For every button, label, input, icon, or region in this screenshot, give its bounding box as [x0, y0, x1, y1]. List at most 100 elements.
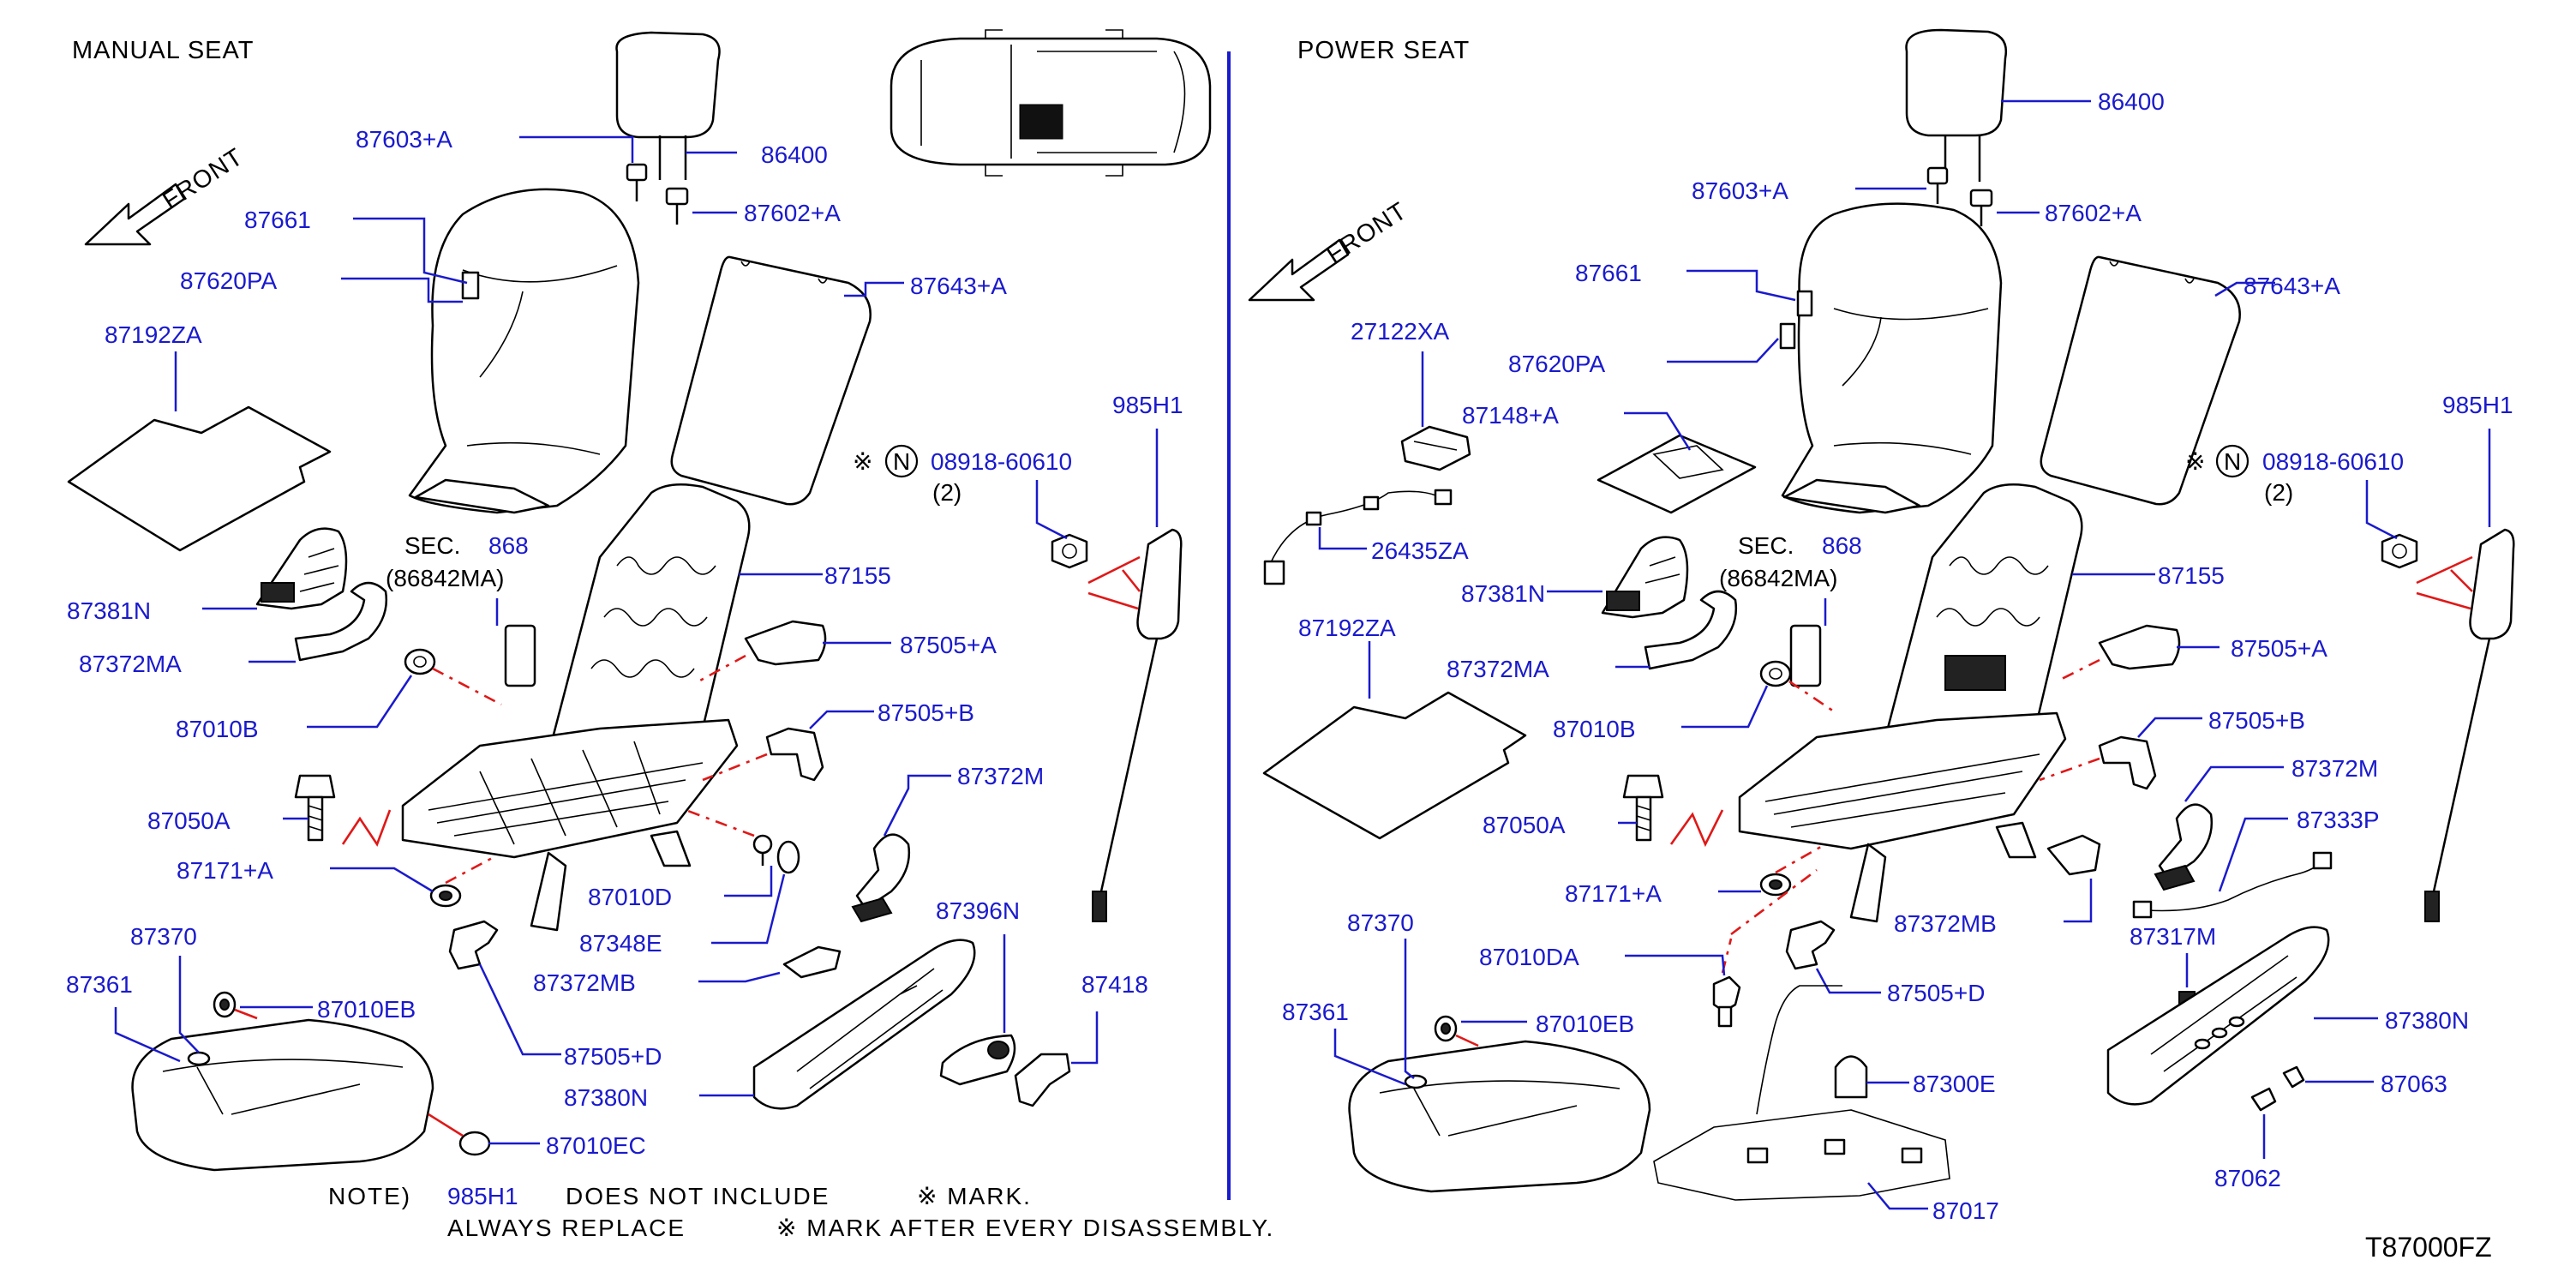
- cover-87372ma-power: [1644, 590, 1738, 670]
- label-87317m-power: 87317M: [2130, 923, 2216, 950]
- label-87192za-manual: 87192ZA: [105, 321, 202, 348]
- label-87171a-power: 87171+A: [1565, 880, 1662, 907]
- label-87396n-manual: 87396N: [936, 897, 1020, 924]
- label-87050a-manual: 87050A: [147, 807, 231, 834]
- bracket-87372mb-manual: [782, 945, 842, 979]
- label-87380n-power: 87380N: [2385, 1007, 2469, 1034]
- guide-87603-power: [1926, 166, 1949, 204]
- front-label-manual: FRONT: [158, 143, 248, 215]
- label-87372mb-manual: 87372MB: [533, 969, 636, 996]
- clip-87300e-power: [1834, 1055, 1868, 1099]
- sec-num-power: 868: [1822, 532, 1862, 559]
- qty-08918-manual: (2): [932, 479, 962, 506]
- bracket-87372mb-power: [2046, 834, 2101, 876]
- headrest-manual: [615, 31, 721, 180]
- screw-87010da-power: [1712, 868, 1818, 1028]
- label-87381n-manual: 87381N: [67, 597, 151, 624]
- power-seat-title: POWER SEAT: [1297, 37, 1470, 64]
- manual-seat-title: MANUAL SEAT: [72, 37, 254, 64]
- label-87010eb-manual: 87010EB: [317, 996, 416, 1023]
- screw-87010d-manual: [685, 808, 773, 866]
- harness-87333p-power: [2132, 851, 2333, 919]
- sec-sub-power: (86842MA): [1719, 565, 1838, 591]
- label-87381n-power: 87381N: [1461, 580, 1545, 607]
- label-87370-power: 87370: [1347, 909, 1414, 936]
- clip-87010eb-manual: [213, 991, 258, 1020]
- label-87063-power: 87063: [2381, 1071, 2447, 1097]
- label-27122xa-power: 27122XA: [1351, 318, 1450, 345]
- harness-26435za-power: [1263, 489, 1453, 585]
- diagram-code: T87000FZ: [2365, 1232, 2492, 1263]
- nut-08918-power: [2381, 533, 2418, 569]
- seatbelt-buckle-985h1-manual: [1087, 528, 1183, 922]
- label-87155-power: 87155: [2158, 562, 2225, 589]
- label-08918-manual: 08918-60610: [931, 448, 1072, 475]
- qty-08918-power: (2): [2264, 479, 2293, 506]
- label-985h1-power: 985H1: [2442, 392, 2513, 418]
- nut-87171a-manual: [429, 854, 498, 908]
- label-87017-power: 87017: [1932, 1197, 1999, 1224]
- side-cover-87380n-manual: [752, 939, 976, 1110]
- side-cover-87380n-power: [2106, 926, 2330, 1106]
- label-87603a-manual: 87603+A: [356, 126, 452, 153]
- label-87148a-power: 87148+A: [1462, 402, 1559, 429]
- washer-87010b-manual: [404, 648, 502, 706]
- label-87603a-power: 87603+A: [1692, 177, 1788, 204]
- label-87643a-power: 87643+A: [2244, 273, 2340, 299]
- label-87010b-manual: 87010B: [176, 716, 259, 742]
- guide-87602-power: [1969, 189, 1993, 226]
- cover-87372ma-manual: [294, 581, 388, 662]
- note-line2-b: ※ MARK AFTER EVERY DISASSEMBLY.: [776, 1215, 1274, 1241]
- belt-buckle-sec868-manual: [504, 624, 536, 687]
- label-87010d-manual: 87010D: [588, 884, 672, 910]
- seatback-rear-manual: [670, 255, 872, 506]
- vehicle-top-view-icon: [890, 29, 1212, 177]
- label-87643a-manual: 87643+A: [910, 273, 1007, 299]
- front-label-power: FRONT: [1321, 197, 1411, 269]
- sec-label-manual: SEC.: [404, 532, 460, 559]
- label-86400-power: 86400: [2098, 88, 2165, 115]
- guide-87603-manual: [626, 163, 648, 201]
- label-87361-power: 87361: [1282, 999, 1349, 1025]
- label-87661-manual: 87661: [244, 207, 311, 233]
- sensor-mat-87148a-power: [1597, 434, 1757, 514]
- mat-87192za-power: [1262, 691, 1527, 840]
- cover-87505a-power: [2056, 624, 2181, 683]
- label-87505a-power: 87505+A: [2231, 635, 2327, 662]
- label-87372ma-power: 87372MA: [1447, 656, 1549, 682]
- seat-cushion-manual: [131, 1018, 434, 1172]
- label-87602a-power: 87602+A: [2045, 200, 2142, 226]
- label-86400-manual: 86400: [761, 141, 828, 168]
- seat-frame-87155-manual: [401, 483, 751, 932]
- sec-label-power: SEC.: [1738, 532, 1794, 559]
- label-87620pa-power: 87620PA: [1508, 351, 1605, 377]
- mat-87192za-manual: [67, 405, 332, 552]
- label-87333p-power: 87333P: [2297, 807, 2380, 833]
- headrest-power: [1905, 28, 2008, 182]
- cover-87372m-power: [2154, 803, 2214, 891]
- cover-87505a-manual: [698, 620, 827, 683]
- lever-87381n-manual: [255, 527, 348, 610]
- seatback-rear-power: [2040, 255, 2241, 506]
- label-87155-manual: 87155: [824, 562, 891, 589]
- note-prefix: NOTE): [328, 1183, 411, 1209]
- note-mark1: ※ MARK.: [917, 1183, 1032, 1209]
- sec-sub-manual: (86842MA): [386, 565, 505, 591]
- note-part-985h1: 985H1: [447, 1183, 518, 1209]
- label-87505b-power: 87505+B: [2208, 707, 2305, 734]
- label-87505d-manual: 87505+D: [564, 1043, 662, 1070]
- n-circle-icon-manual: N: [884, 444, 919, 478]
- seatback-cover-power: [1779, 202, 2003, 514]
- clip-87010ec-manual: [428, 1113, 491, 1156]
- kome-mark-manual: ※: [853, 448, 872, 475]
- belt-buckle-sec868-power: [1789, 624, 1822, 687]
- front-arrow-power: FRONT: [1248, 197, 1412, 302]
- label-87505a-manual: 87505+A: [900, 632, 997, 658]
- label-87348e-manual: 87348E: [579, 930, 662, 957]
- bolt-87050a-manual: [294, 774, 392, 847]
- harness-87017-power: [1653, 985, 1950, 1201]
- label-26435za-power: 26435ZA: [1371, 537, 1469, 564]
- sec-num-manual: 868: [488, 532, 529, 559]
- label-87372ma-manual: 87372MA: [79, 651, 182, 677]
